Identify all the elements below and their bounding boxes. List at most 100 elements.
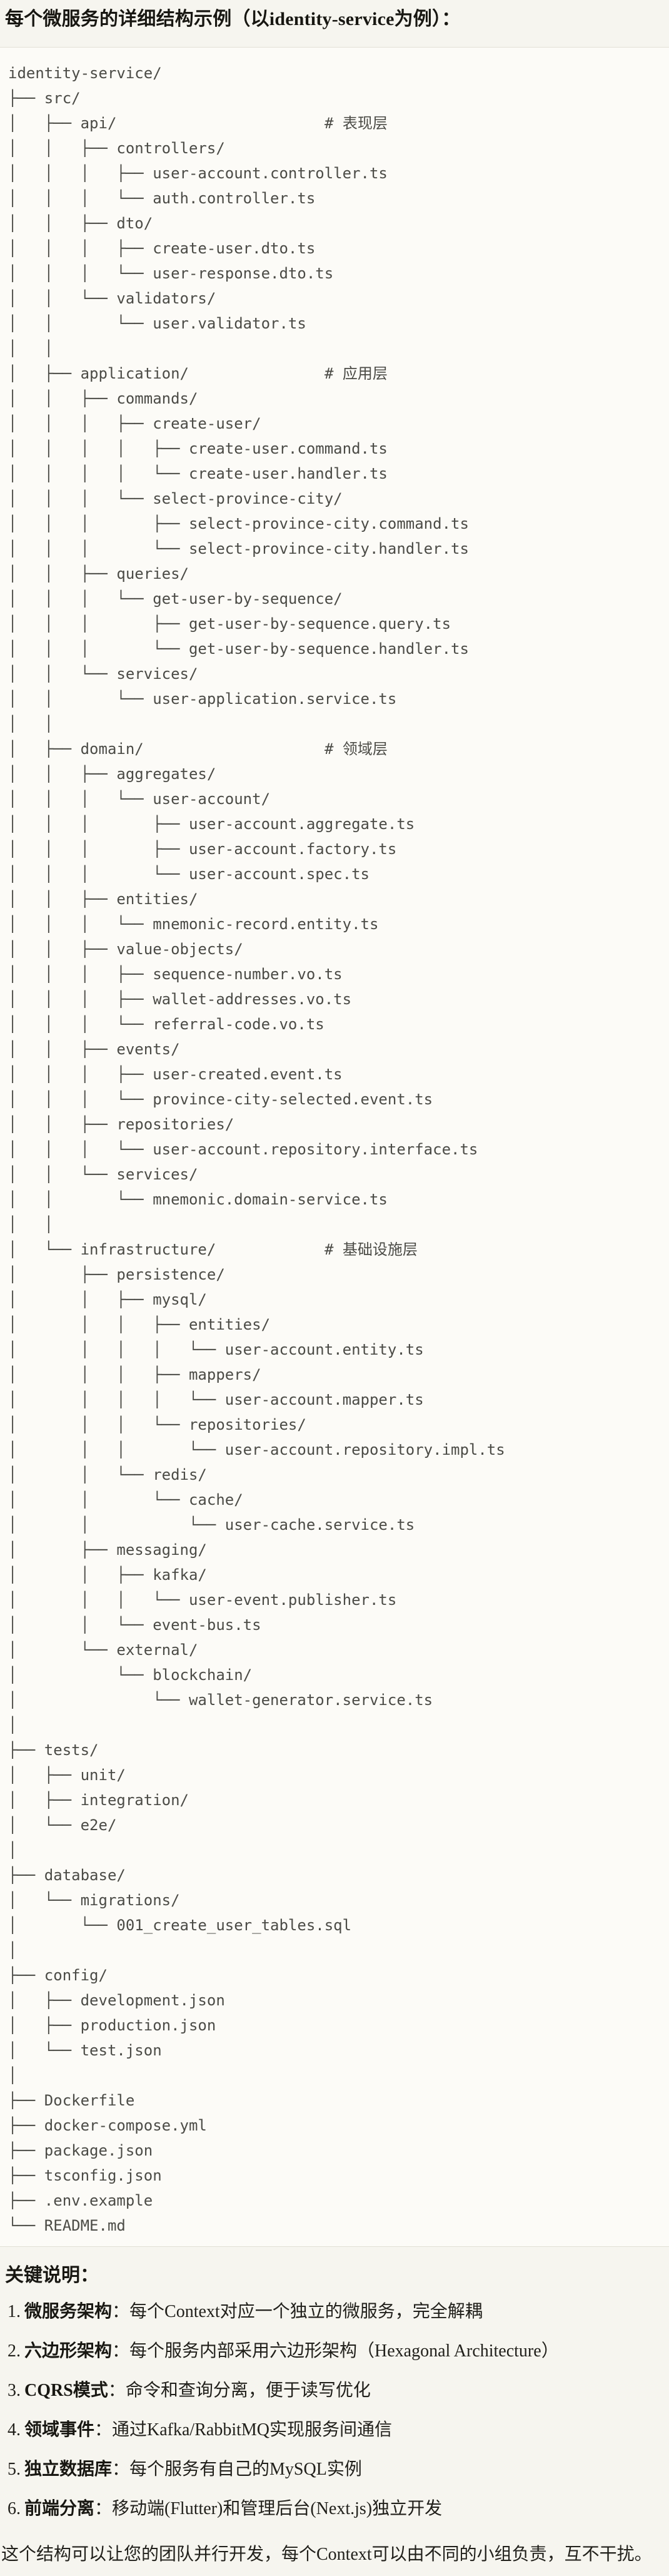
note-colon: ： <box>112 2460 130 2479</box>
note-number: 2. <box>8 2341 21 2361</box>
tree-line-text: ├── package.json <box>8 2142 153 2159</box>
tree-line-text: │ │ └── user.validator.ts <box>8 315 306 332</box>
notes-heading: 关键说明： <box>5 2265 99 2286</box>
note-item: 4.领域事件：通过Kafka/RabbitMQ实现服务间通信 <box>8 2419 664 2441</box>
tree-line-text: │ <box>8 1942 18 1959</box>
tree-line: │ │ │ └── select-province-city.handler.t… <box>8 536 669 561</box>
tree-line-text: │ │ │ ├── wallet-addresses.vo.ts <box>8 990 352 1008</box>
tree-line-text: │ │ ├── commands/ <box>8 390 198 407</box>
tree-line: │ │ │ └── user-event.publisher.ts <box>8 1587 669 1612</box>
tree-line-text: │ │ ├── value-objects/ <box>8 940 243 958</box>
note-description: 每个服务内部采用六边形架构（Hexagonal Architecture） <box>129 2341 559 2361</box>
note-item: 3.CQRS模式：命令和查询分离，便于读写优化 <box>8 2380 664 2402</box>
tree-line-text: │ │ <box>8 1216 54 1233</box>
tree-line: │ │ ├── repositories/ <box>8 1112 669 1137</box>
tree-line-text: │ │ │ └── referral-code.vo.ts <box>8 1016 324 1033</box>
tree-line: │ │ │ └── select-province-city/ <box>8 486 669 511</box>
tree-line: │ │ └── validators/ <box>8 286 669 311</box>
tree-line: │ │ ├── events/ <box>8 1037 669 1062</box>
tree-line: │ │ │ └── referral-code.vo.ts <box>8 1012 669 1037</box>
tree-line: │ │ ├── entities/ <box>8 887 669 912</box>
tree-line: │ │ └── user-application.service.ts <box>8 686 669 711</box>
tree-line-text: │ ├── persistence/ <box>8 1266 225 1283</box>
tree-line: │ │ │ ├── user-account.controller.ts <box>8 161 669 186</box>
tree-line-text: │ │ │ │ └── user-account.entity.ts <box>8 1341 424 1358</box>
note-term: 微服务架构 <box>24 2302 113 2321</box>
tree-line: │ │ └── mnemonic.domain-service.ts <box>8 1187 669 1212</box>
tree-line: │ │ ├── kafka/ <box>8 1562 669 1587</box>
tree-line: ├── .env.example <box>8 2188 669 2213</box>
tree-line-text: │ │ ├── controllers/ <box>8 140 225 157</box>
tree-line: │ │ │ └── auth.controller.ts <box>8 186 669 211</box>
tree-line: │ │ │ └── mnemonic-record.entity.ts <box>8 912 669 937</box>
tree-line-text: ├── database/ <box>8 1866 126 1884</box>
tree-line-text: │ ├── application/ <box>8 365 189 382</box>
tree-line: │ │ │ └── user-account.spec.ts <box>8 862 669 887</box>
tree-line: │ ├── production.json <box>8 2013 669 2038</box>
tree-line: │ <box>8 1938 669 1963</box>
tree-line-text: │ │ ├── kafka/ <box>8 1566 207 1584</box>
tree-line-text: │ │ │ ├── create-user.dto.ts <box>8 240 316 257</box>
tree-line-text: ├── docker-compose.yml <box>8 2117 207 2134</box>
tree-line-text: ├── tsconfig.json <box>8 2167 162 2184</box>
tree-line: │ └── 001_create_user_tables.sql <box>8 1913 669 1938</box>
note-colon: ： <box>112 2341 130 2361</box>
tree-line: ├── database/ <box>8 1863 669 1888</box>
tree-line-comment: # 表现层 <box>324 115 388 132</box>
closing-paragraph: 这个结构可以让您的团队并行开发，每个Context可以由不同的小组负责，互不干扰… <box>1 2545 652 2564</box>
note-colon: ： <box>94 2420 113 2440</box>
note-description: 每个Context对应一个独立的微服务，完全解耦 <box>129 2302 483 2321</box>
tree-line: │ ├── domain/# 领域层 <box>8 736 669 761</box>
tree-line: │ │ │ ├── mappers/ <box>8 1362 669 1387</box>
tree-line: │ │ │ │ └── user-account.entity.ts <box>8 1337 669 1362</box>
tree-line-text: │ │ │ ├── sequence-number.vo.ts <box>8 965 343 983</box>
tree-line: │ │ │ ├── create-user/ <box>8 411 669 436</box>
tree-line-text: │ │ │ ├── entities/ <box>8 1316 271 1333</box>
tree-line-text: │ └── infrastructure/ <box>8 1241 216 1258</box>
tree-line-text: │ │ │ └── get-user-by-sequence/ <box>8 590 343 608</box>
note-description: 通过Kafka/RabbitMQ实现服务间通信 <box>112 2420 392 2440</box>
note-description: 命令和查询分离，便于读写优化 <box>125 2381 371 2400</box>
tree-line-text: │ ├── unit/ <box>8 1766 126 1784</box>
tree-line-text: │ │ ├── mysql/ <box>8 1291 207 1308</box>
tree-line: │ │ └── cache/ <box>8 1487 669 1512</box>
tree-line: │ └── external/ <box>8 1637 669 1662</box>
note-term: CQRS模式 <box>24 2381 108 2400</box>
tree-line: │ ├── persistence/ <box>8 1262 669 1287</box>
tree-line: ├── package.json <box>8 2138 669 2163</box>
note-item: 5.独立数据库：每个服务有自己的MySQL实例 <box>8 2458 664 2481</box>
tree-line-text: ├── tests/ <box>8 1741 99 1759</box>
tree-line: │ <box>8 1713 669 1738</box>
note-number: 5. <box>8 2460 21 2479</box>
note-item: 2.六边形架构：每个服务内部采用六边形架构（Hexagonal Architec… <box>8 2340 664 2363</box>
tree-line: ├── config/ <box>8 1963 669 1988</box>
tree-line: │ ├── unit/ <box>8 1763 669 1788</box>
tree-line-text: │ │ │ └── user-account.repository.impl.t… <box>8 1441 505 1459</box>
tree-line: │ │ │ └── user-account/ <box>8 787 669 812</box>
tree-line: │ │ ├── value-objects/ <box>8 937 669 962</box>
tree-line: │ │ │ ├── create-user.dto.ts <box>8 236 669 261</box>
tree-line-comment: # 应用层 <box>324 365 388 382</box>
tree-line: │ <box>8 2063 669 2088</box>
tree-line: │ │ <box>8 1212 669 1237</box>
tree-line-text: └── README.md <box>8 2217 126 2234</box>
note-number: 6. <box>8 2499 21 2518</box>
tree-line: │ │ │ ├── entities/ <box>8 1312 669 1337</box>
tree-line-text: │ │ │ │ └── create-user.handler.ts <box>8 465 388 482</box>
tree-line: │ └── wallet-generator.service.ts <box>8 1688 669 1713</box>
tree-line: │ │ ├── dto/ <box>8 211 669 236</box>
tree-line: │ │ │ └── user-response.dto.ts <box>8 261 669 286</box>
note-description: 移动端(Flutter)和管理后台(Next.js)独立开发 <box>112 2499 443 2518</box>
tree-line: ├── docker-compose.yml <box>8 2113 669 2138</box>
tree-line-text: │ │ └── validators/ <box>8 290 216 307</box>
note-number: 1. <box>8 2302 21 2321</box>
tree-line-text: │ │ └── event-bus.ts <box>8 1616 261 1634</box>
tree-line-comment: # 领域层 <box>324 740 388 758</box>
tree-line-text: │ └── e2e/ <box>8 1816 117 1834</box>
tree-line-text: │ └── external/ <box>8 1641 198 1659</box>
tree-line-text: │ <box>8 1716 18 1734</box>
note-number: 4. <box>8 2420 21 2440</box>
tree-line-text: │ │ │ └── select-province-city.handler.t… <box>8 540 469 557</box>
tree-line: └── README.md <box>8 2213 669 2238</box>
